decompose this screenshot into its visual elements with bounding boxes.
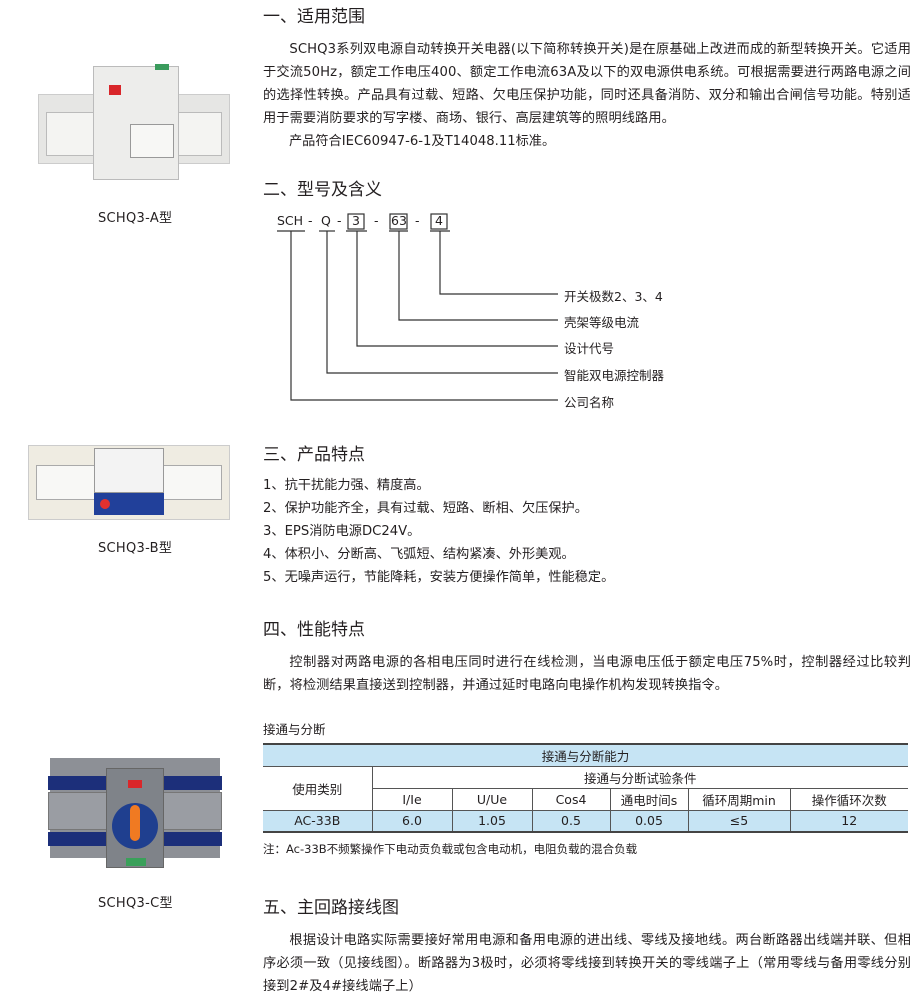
category-header: 使用类别 [263,765,373,811]
list-item: 1、抗干扰能力强、精度高。 [263,478,430,493]
column-header: U/Ue [451,787,533,811]
table-note: 注：Ac-33B不频繁操作下电动贡负载或包含电动机，电阻负载的混合负载 [263,842,638,856]
table-label: 接通与分断 [263,722,326,737]
section-1-standard: 产品符合IEC60947-6-1及T14048.11标准。 [289,134,556,149]
list-item: 2、保护功能齐全，具有过载、短路、断相、欠压保护。 [263,501,588,516]
feature-list: 1、抗干扰能力强、精度高。 2、保护功能齐全，具有过载、短路、断相、欠压保护。 … [263,474,614,589]
category-cell: AC-33B [263,809,373,833]
value-cell: ≤5 [687,809,791,833]
section-3-title: 三、产品特点 [263,445,365,465]
product-image-c [48,758,222,870]
column-header: Cos4 [531,787,611,811]
code-separator: - [415,213,420,228]
product-image-a [38,64,230,182]
column-header: 通电时间s [609,787,689,811]
list-item: 3、EPS消防电源DC24V。 [263,524,421,539]
list-item: 4、体积小、分断高、飞弧短、结构紧凑、外形美观。 [263,547,575,562]
section-2-title: 二、型号及含义 [263,180,382,200]
meaning-design-code: 设计代号 [564,341,615,356]
section-4-title: 四、性能特点 [263,620,365,640]
value-cell: 12 [789,809,908,833]
code-separator: - [337,213,342,228]
conditions-header: 接通与分断试验条件 [371,765,908,789]
section-4-paragraph: 控制器对两路电源的各相电压同时进行在线检测，当电源电压低于额定电压75%时，控制… [263,655,910,693]
section-5-paragraph: 根据设计电路实际需要接好常用电源和备用电源的进出线、零线及接地线。两台断路器出线… [263,933,910,994]
breaking-capacity-table: 接通与分断能力 使用类别 接通与分断试验条件 I/Ie U/Ue Cos4 通电… [263,743,908,833]
code-separator: - [374,213,379,228]
value-cell: 1.05 [451,809,533,833]
list-item: 5、无噪声运行，节能降耗，安装方便操作简单，性能稳定。 [263,570,615,585]
code-part-controller: Q [321,213,331,228]
column-header: 循环周期min [687,787,791,811]
section-1-paragraph: SCHQ3系列双电源自动转换开关电器(以下简称转换开关)是在原基础上改进而成的新… [263,42,910,126]
meaning-company: 公司名称 [564,395,615,410]
table-row: AC-33B 6.0 1.05 0.5 0.05 ≤5 12 [263,809,908,833]
column-header: 操作循环次数 [789,787,908,811]
code-separator: - [308,213,313,228]
meaning-controller: 智能双电源控制器 [564,368,665,383]
code-part-poles: 4 [435,213,443,228]
value-cell: 0.5 [531,809,611,833]
value-cell: 6.0 [371,809,453,833]
product-caption-b: SCHQ3-B型 [98,541,173,556]
product-caption-c: SCHQ3-C型 [98,896,173,911]
meaning-frame-current: 壳架等级电流 [564,315,640,330]
product-caption-a: SCHQ3-A型 [98,211,173,226]
section-1-title: 一、适用范围 [263,7,365,27]
section-5-title: 五、主回路接线图 [263,898,399,918]
product-image-b [28,445,230,520]
column-header: I/Ie [371,787,453,811]
code-part-current: 63 [391,213,407,228]
value-cell: 0.05 [609,809,689,833]
table-title: 接通与分断能力 [263,743,908,767]
code-part-design: 3 [352,213,360,228]
meaning-poles: 开关极数2、3、4 [564,289,663,304]
code-part-company: SCH [277,213,304,228]
